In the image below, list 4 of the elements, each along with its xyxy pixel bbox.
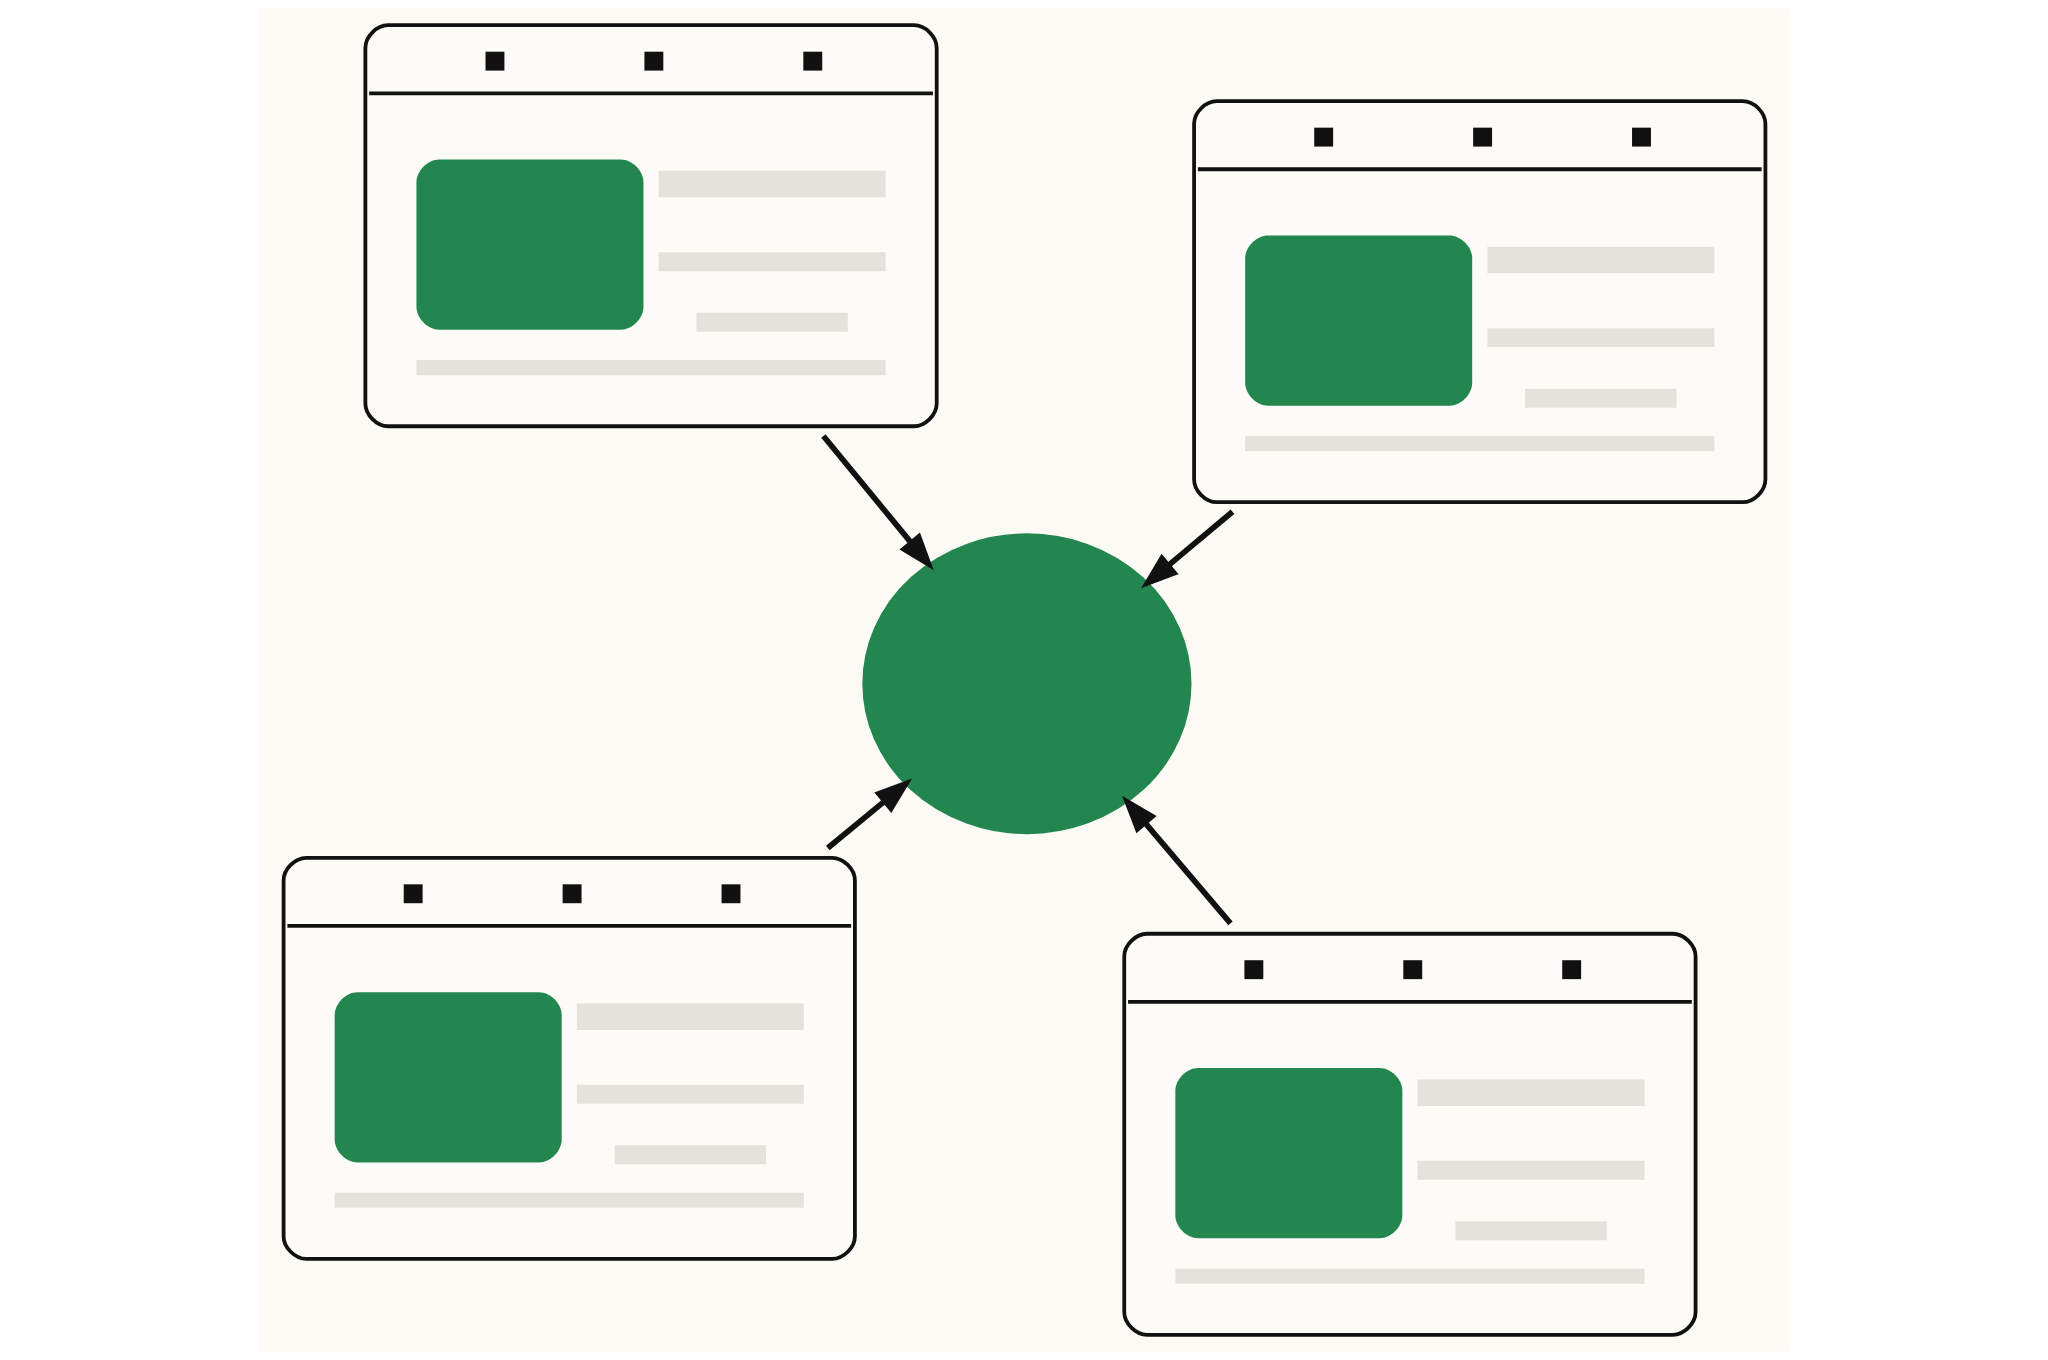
arrow [820, 434, 934, 571]
arrow [1140, 509, 1234, 589]
arrow [1121, 795, 1233, 926]
arrow [825, 778, 912, 851]
